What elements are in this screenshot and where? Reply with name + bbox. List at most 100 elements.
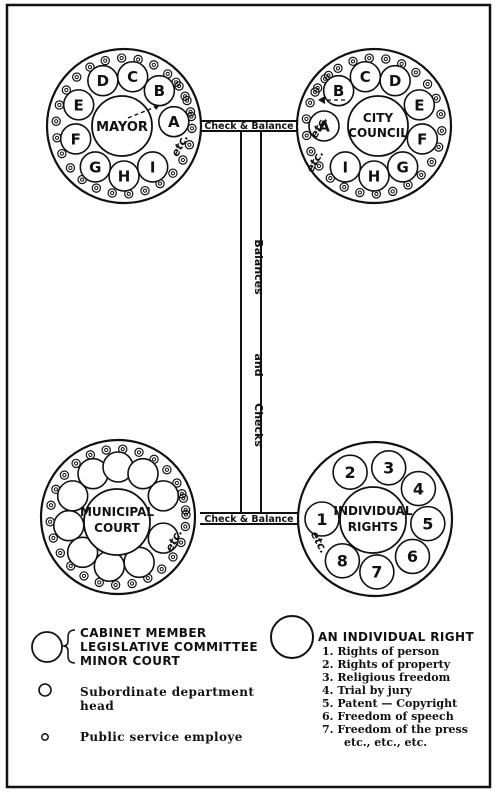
employee-ring-icon <box>181 509 191 520</box>
individual-rights-outer-ring <box>296 440 454 598</box>
employee-dot-icon <box>315 85 320 91</box>
employee-ring-icon <box>333 63 343 74</box>
employee-dot-icon <box>119 55 124 61</box>
municipal-court-satellites <box>52 451 180 583</box>
employee-dot-icon <box>57 102 62 108</box>
council-satellite-label: F <box>417 130 427 148</box>
employee-dot-icon <box>335 66 341 71</box>
employee-ring-icon <box>71 458 81 469</box>
employee-dot-icon <box>357 190 362 195</box>
legend-subordinate-line1: Subordinate department <box>80 685 255 699</box>
employee-ring-icon <box>157 564 167 574</box>
right-satellite-label: 5 <box>422 514 433 533</box>
mayor-satellite-label: H <box>118 167 131 185</box>
employee-dot-icon <box>399 61 404 66</box>
employee-ring-icon <box>314 161 324 171</box>
rights-list-item: 2. Rights of property <box>322 658 451 671</box>
employee-dot-icon <box>157 181 163 186</box>
employee-ring-icon <box>184 140 195 150</box>
legend-large-circle-icon <box>31 631 63 663</box>
mayor-arrowhead-icon <box>153 104 160 110</box>
mayor-satellite-label: E <box>74 96 84 114</box>
employee-dot-icon <box>159 566 164 572</box>
employee-ring-icon <box>168 552 178 562</box>
council-satellite-circle <box>322 74 355 107</box>
employee-dot-icon <box>438 112 444 117</box>
outer-border <box>5 3 492 789</box>
legend-legislative-committee: LEGISLATIVE COMMITTEE <box>80 640 258 654</box>
employee-ring-icon <box>180 505 191 515</box>
municipal-court-label-line1: MUNICIPAL <box>80 505 154 519</box>
employee-ring-icon <box>46 500 56 510</box>
council-satellite-circle <box>329 151 362 183</box>
connector-label-top: Check & Balance <box>204 121 293 132</box>
employee-dot-icon <box>429 159 434 165</box>
employee-ring-icon <box>411 67 421 78</box>
right-satellite-circle <box>332 454 368 491</box>
employee-dot-icon <box>110 190 115 196</box>
mayor-satellite-circle <box>158 105 190 138</box>
rights-list: 1. Rights of person 2. Rights of propert… <box>322 645 468 749</box>
employee-dot-icon <box>374 191 379 197</box>
employee-ring-icon <box>55 548 66 558</box>
mayor-satellite-label: D <box>97 72 109 90</box>
employee-ring-icon <box>426 157 437 167</box>
council-satellite-label: B <box>333 82 344 100</box>
right-satellite-circle <box>409 505 446 542</box>
mayor-satellite-circle <box>136 151 169 183</box>
employee-dot-icon <box>188 109 193 114</box>
mayor-satellite-label: C <box>127 68 138 86</box>
vertical-label-and: and <box>252 353 265 376</box>
city-council-arrowhead-icon <box>318 96 325 104</box>
council-satellite-label: H <box>368 167 381 185</box>
employee-ring-icon <box>388 186 398 197</box>
connector-lines <box>200 120 298 525</box>
employee-dot-icon <box>174 480 179 486</box>
employee-dot-icon <box>419 172 424 178</box>
employee-dot-icon <box>308 149 314 154</box>
employee-dot-icon <box>183 507 188 512</box>
vertical-label-checks: Checks <box>252 403 265 447</box>
employee-ring-icon <box>54 100 65 110</box>
municipal-court-cluster: MUNICIPAL COURT etc. <box>39 438 197 596</box>
employee-dot-icon <box>342 185 347 190</box>
employee-dot-icon <box>316 163 322 169</box>
employee-ring-icon <box>91 183 102 193</box>
city-council-label-line1: CITY <box>363 111 393 125</box>
employee-dot-icon <box>436 144 441 150</box>
employee-ring-icon <box>355 187 365 198</box>
council-satellite-circle <box>406 123 439 155</box>
mayor-satellite-label: A <box>168 113 180 131</box>
employee-dot-icon <box>328 175 333 181</box>
employee-ring-icon <box>134 447 144 458</box>
employee-ring-icon <box>339 182 349 192</box>
council-satellite-circle <box>379 64 411 97</box>
right-satellite-label: 2 <box>345 463 356 482</box>
employee-dot-icon <box>136 450 142 455</box>
mayor-satellite-circle <box>62 89 95 121</box>
employee-dot-icon <box>59 151 64 156</box>
rights-list-item: 5. Patent — Copyright <box>322 697 458 710</box>
rights-list-item: 6. Freedom of speech <box>322 710 454 723</box>
employee-dot-icon <box>439 128 444 133</box>
employee-dot-icon <box>413 70 418 75</box>
city-council-outer-ring <box>295 47 453 205</box>
employee-dot-icon <box>189 126 195 131</box>
employee-ring-icon <box>305 98 315 108</box>
employee-dot-icon <box>53 487 58 492</box>
employee-dot-icon <box>405 182 411 187</box>
council-satellite-circle <box>308 110 340 142</box>
right-satellite-label: 4 <box>413 479 424 498</box>
employee-ring-icon <box>436 109 446 119</box>
employee-ring-icon <box>182 95 192 106</box>
legend-medium-circle-icon <box>38 683 52 697</box>
employee-ring-icon <box>110 580 121 590</box>
rights-list-item: 4. Trial by jury <box>322 684 412 697</box>
employee-dot-icon <box>51 535 56 541</box>
rights-list-item: 7. Freedom of the press <box>322 723 468 736</box>
employee-ring-icon <box>59 470 70 480</box>
